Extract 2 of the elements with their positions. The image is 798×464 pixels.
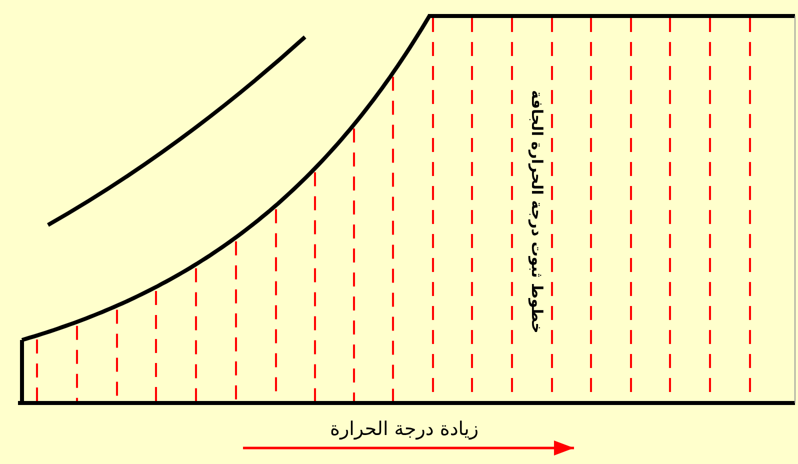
axis-label: خطوط ثبوت درجة الحرارة الجافة [528,90,546,334]
axis-label: زيادة درجة الحرارة [330,418,479,440]
